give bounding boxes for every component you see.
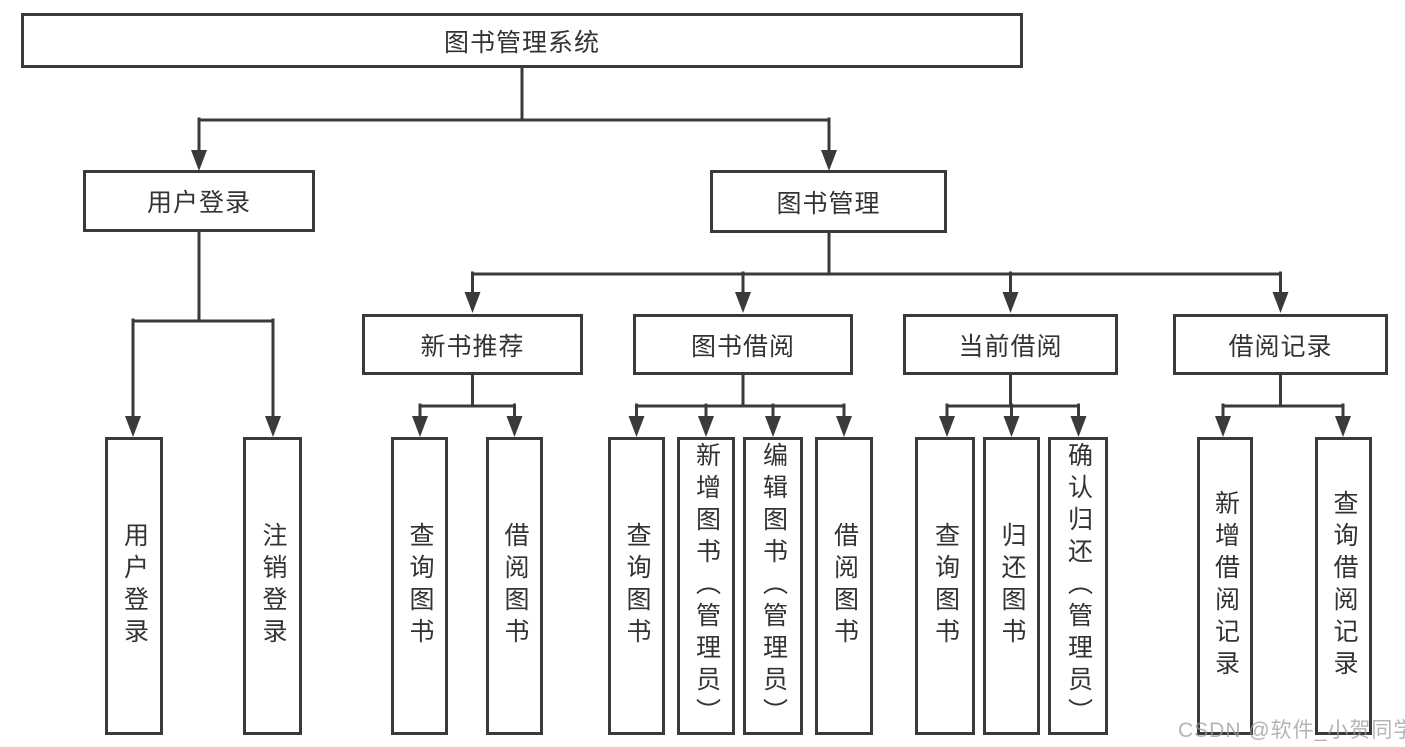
node-current-borrow: 当前借阅: [903, 314, 1118, 375]
leaf-label: 查询借阅记录: [1330, 490, 1358, 682]
leaf-label: 查询图书: [406, 522, 434, 650]
node-leaf-recommend-borrow-books: 借阅图书: [486, 437, 543, 735]
leaf-label: 借阅图书: [830, 522, 859, 650]
leaf-label: 确认归还（管理员）: [1064, 442, 1093, 730]
leaf-label: 用户登录: [120, 522, 149, 650]
node-book-management: 图书管理: [710, 170, 947, 233]
leaf-label: 新增图书（管理员）: [692, 442, 721, 730]
node-root-system: 图书管理系统: [21, 13, 1023, 68]
connector-arrowheads: [125, 150, 1351, 437]
node-leaf-edit-books-admin: 编辑图书（管理员）: [743, 437, 803, 735]
node-leaf-borrow-books: 借阅图书: [815, 437, 873, 735]
node-borrow-record: 借阅记录: [1173, 314, 1388, 375]
leaf-label: 新增借阅记录: [1211, 490, 1240, 682]
node-book-borrow: 图书借阅: [633, 314, 853, 375]
node-leaf-confirm-return-admin: 确认归还（管理员）: [1048, 437, 1108, 735]
node-new-book-recommend: 新书推荐: [362, 314, 583, 375]
node-leaf-logout: 注销登录: [243, 437, 302, 735]
leaf-label: 查询图书: [931, 522, 960, 650]
leaf-label: 归还图书: [998, 522, 1026, 650]
node-leaf-query-borrow-record: 查询借阅记录: [1315, 437, 1372, 735]
leaf-label: 编辑图书（管理员）: [759, 442, 788, 730]
node-user-login: 用户登录: [83, 170, 315, 232]
node-leaf-add-borrow-record: 新增借阅记录: [1197, 437, 1253, 735]
node-leaf-return-books: 归还图书: [983, 437, 1040, 735]
node-leaf-borrow-query-books: 查询图书: [608, 437, 665, 735]
leaf-label: 查询图书: [623, 522, 651, 650]
leaf-label: 注销登录: [259, 522, 287, 650]
node-leaf-add-books-admin: 新增图书（管理员）: [677, 437, 735, 735]
csdn-watermark: CSDN @软件_小贺同学: [1178, 719, 1405, 742]
leaf-label: 借阅图书: [501, 522, 529, 650]
node-leaf-current-query-books: 查询图书: [915, 437, 975, 735]
node-leaf-user-login: 用户登录: [105, 437, 163, 735]
node-leaf-recommend-query-books: 查询图书: [391, 437, 448, 735]
